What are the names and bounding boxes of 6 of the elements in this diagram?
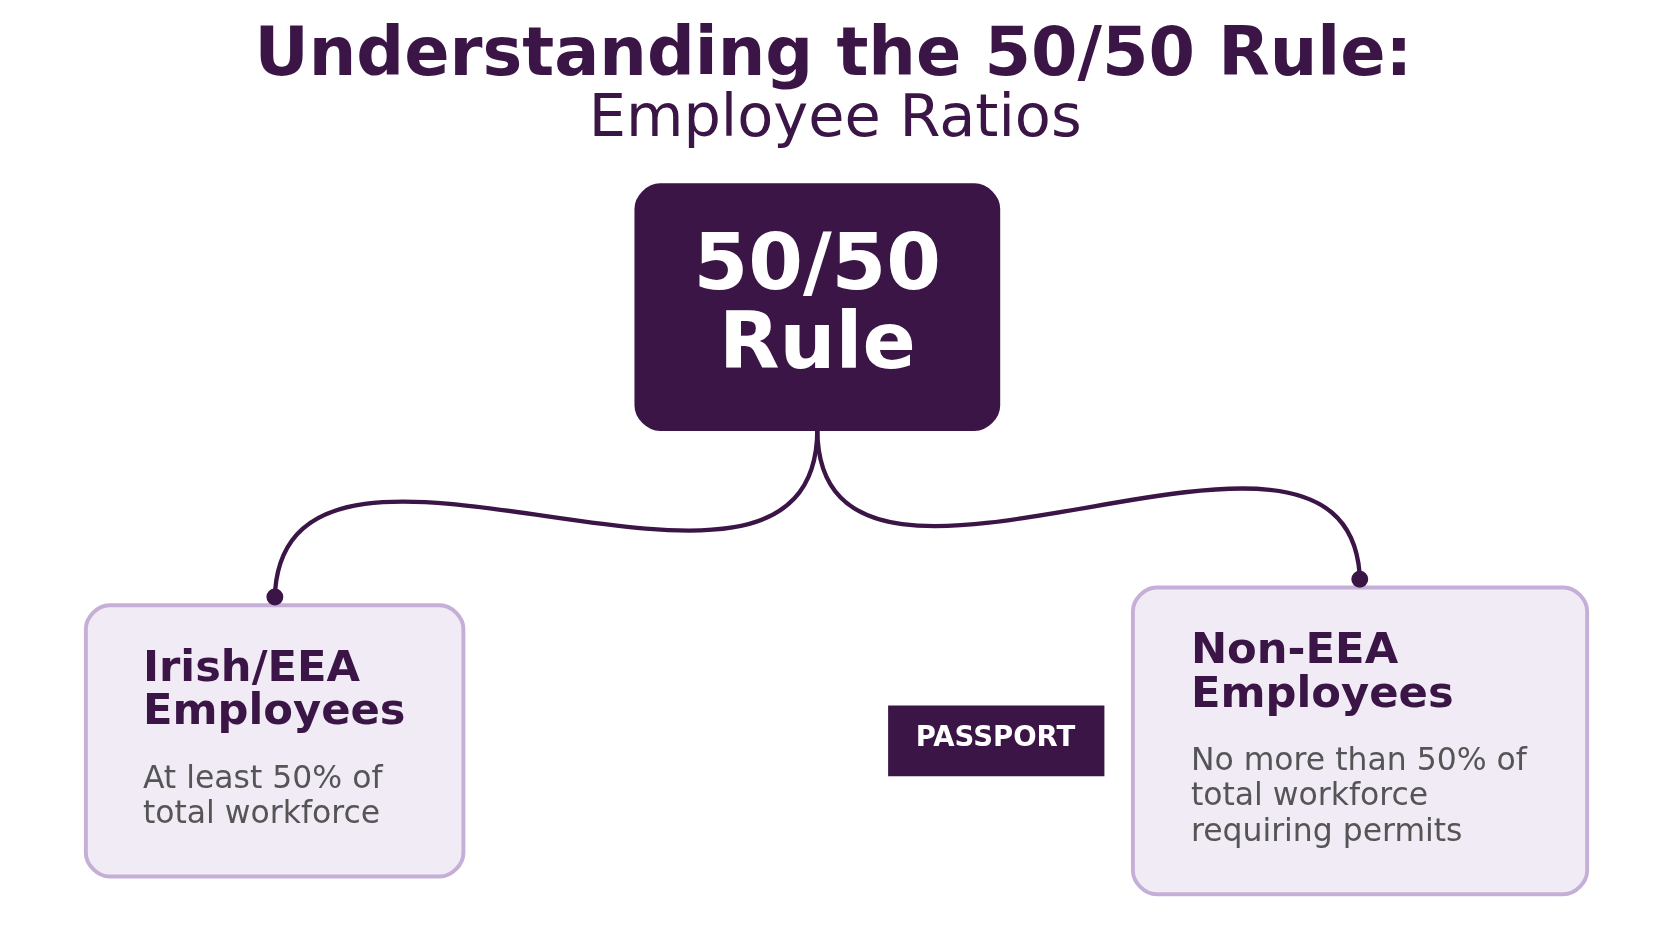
diagram-title: Understanding the 50/50 Rule: Employee Ratios — [253, 13, 1412, 151]
node-box: 50/50 Rule — [633, 183, 1000, 431]
node-box: Non-EEA Employees No more than 50% of total workforce requiring permits — [1130, 585, 1589, 897]
connector — [814, 428, 1368, 588]
label: PASSPORT — [915, 720, 1075, 753]
node-box: Irish/EEA Employees At least 50% of total workforce — [83, 603, 465, 879]
